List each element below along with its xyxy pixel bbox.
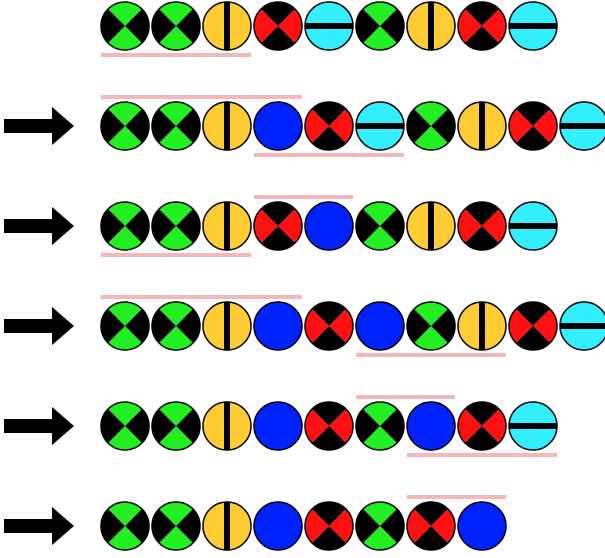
blue-plain-marble: [304, 201, 354, 251]
red-black-x-marble: [457, 201, 507, 251]
yellow-vertical-bar-marble: [202, 501, 252, 551]
green-black-x-marble: [151, 401, 201, 451]
arrow-icon: [4, 107, 74, 145]
red-black-x-marble: [508, 101, 558, 151]
green-black-x-marble: [151, 1, 201, 51]
cyan-horizontal-bar-marble: [508, 201, 558, 251]
underline-mark: [407, 453, 557, 457]
red-black-x-marble: [304, 401, 354, 451]
red-black-x-marble: [457, 401, 507, 451]
cyan-horizontal-bar-marble: [508, 1, 558, 51]
yellow-vertical-bar-marble: [406, 201, 456, 251]
yellow-vertical-bar-marble: [457, 101, 507, 151]
cyan-horizontal-bar-marble: [559, 301, 605, 351]
green-black-x-marble: [151, 501, 201, 551]
blue-plain-marble: [406, 401, 456, 451]
cyan-horizontal-bar-marble: [508, 401, 558, 451]
green-black-x-marble: [355, 401, 405, 451]
blue-plain-marble: [253, 301, 303, 351]
red-black-x-marble: [304, 301, 354, 351]
arrow-icon: [4, 207, 74, 245]
overline-mark: [101, 295, 302, 299]
green-black-x-marble: [406, 101, 456, 151]
green-black-x-marble: [100, 501, 150, 551]
arrow-icon: [4, 307, 74, 345]
green-black-x-marble: [151, 101, 201, 151]
underline-mark: [356, 353, 506, 357]
cyan-horizontal-bar-marble: [304, 1, 354, 51]
blue-plain-marble: [253, 401, 303, 451]
green-black-x-marble: [151, 201, 201, 251]
green-black-x-marble: [100, 101, 150, 151]
yellow-vertical-bar-marble: [202, 1, 252, 51]
overline-mark: [407, 495, 506, 499]
red-black-x-marble: [457, 1, 507, 51]
green-black-x-marble: [355, 201, 405, 251]
cyan-horizontal-bar-marble: [355, 101, 405, 151]
underline-mark: [101, 253, 251, 257]
blue-plain-marble: [253, 101, 303, 151]
red-black-x-marble: [508, 301, 558, 351]
overline-mark: [356, 395, 455, 399]
arrow-icon: [4, 507, 74, 545]
green-black-x-marble: [355, 1, 405, 51]
cyan-horizontal-bar-marble: [559, 101, 605, 151]
arrow-icon: [4, 407, 74, 445]
yellow-vertical-bar-marble: [202, 301, 252, 351]
blue-plain-marble: [253, 501, 303, 551]
green-black-x-marble: [406, 301, 456, 351]
blue-plain-marble: [355, 301, 405, 351]
red-black-x-marble: [304, 101, 354, 151]
yellow-vertical-bar-marble: [202, 401, 252, 451]
yellow-vertical-bar-marble: [457, 301, 507, 351]
green-black-x-marble: [100, 401, 150, 451]
underline-mark: [101, 53, 251, 57]
overline-mark: [254, 195, 353, 199]
red-black-x-marble: [253, 201, 303, 251]
red-black-x-marble: [406, 501, 456, 551]
yellow-vertical-bar-marble: [406, 1, 456, 51]
overline-mark: [101, 95, 302, 99]
green-black-x-marble: [151, 301, 201, 351]
green-black-x-marble: [100, 1, 150, 51]
underline-mark: [254, 153, 404, 157]
blue-plain-marble: [457, 501, 507, 551]
green-black-x-marble: [100, 301, 150, 351]
yellow-vertical-bar-marble: [202, 101, 252, 151]
red-black-x-marble: [304, 501, 354, 551]
green-black-x-marble: [355, 501, 405, 551]
red-black-x-marble: [253, 1, 303, 51]
yellow-vertical-bar-marble: [202, 201, 252, 251]
green-black-x-marble: [100, 201, 150, 251]
